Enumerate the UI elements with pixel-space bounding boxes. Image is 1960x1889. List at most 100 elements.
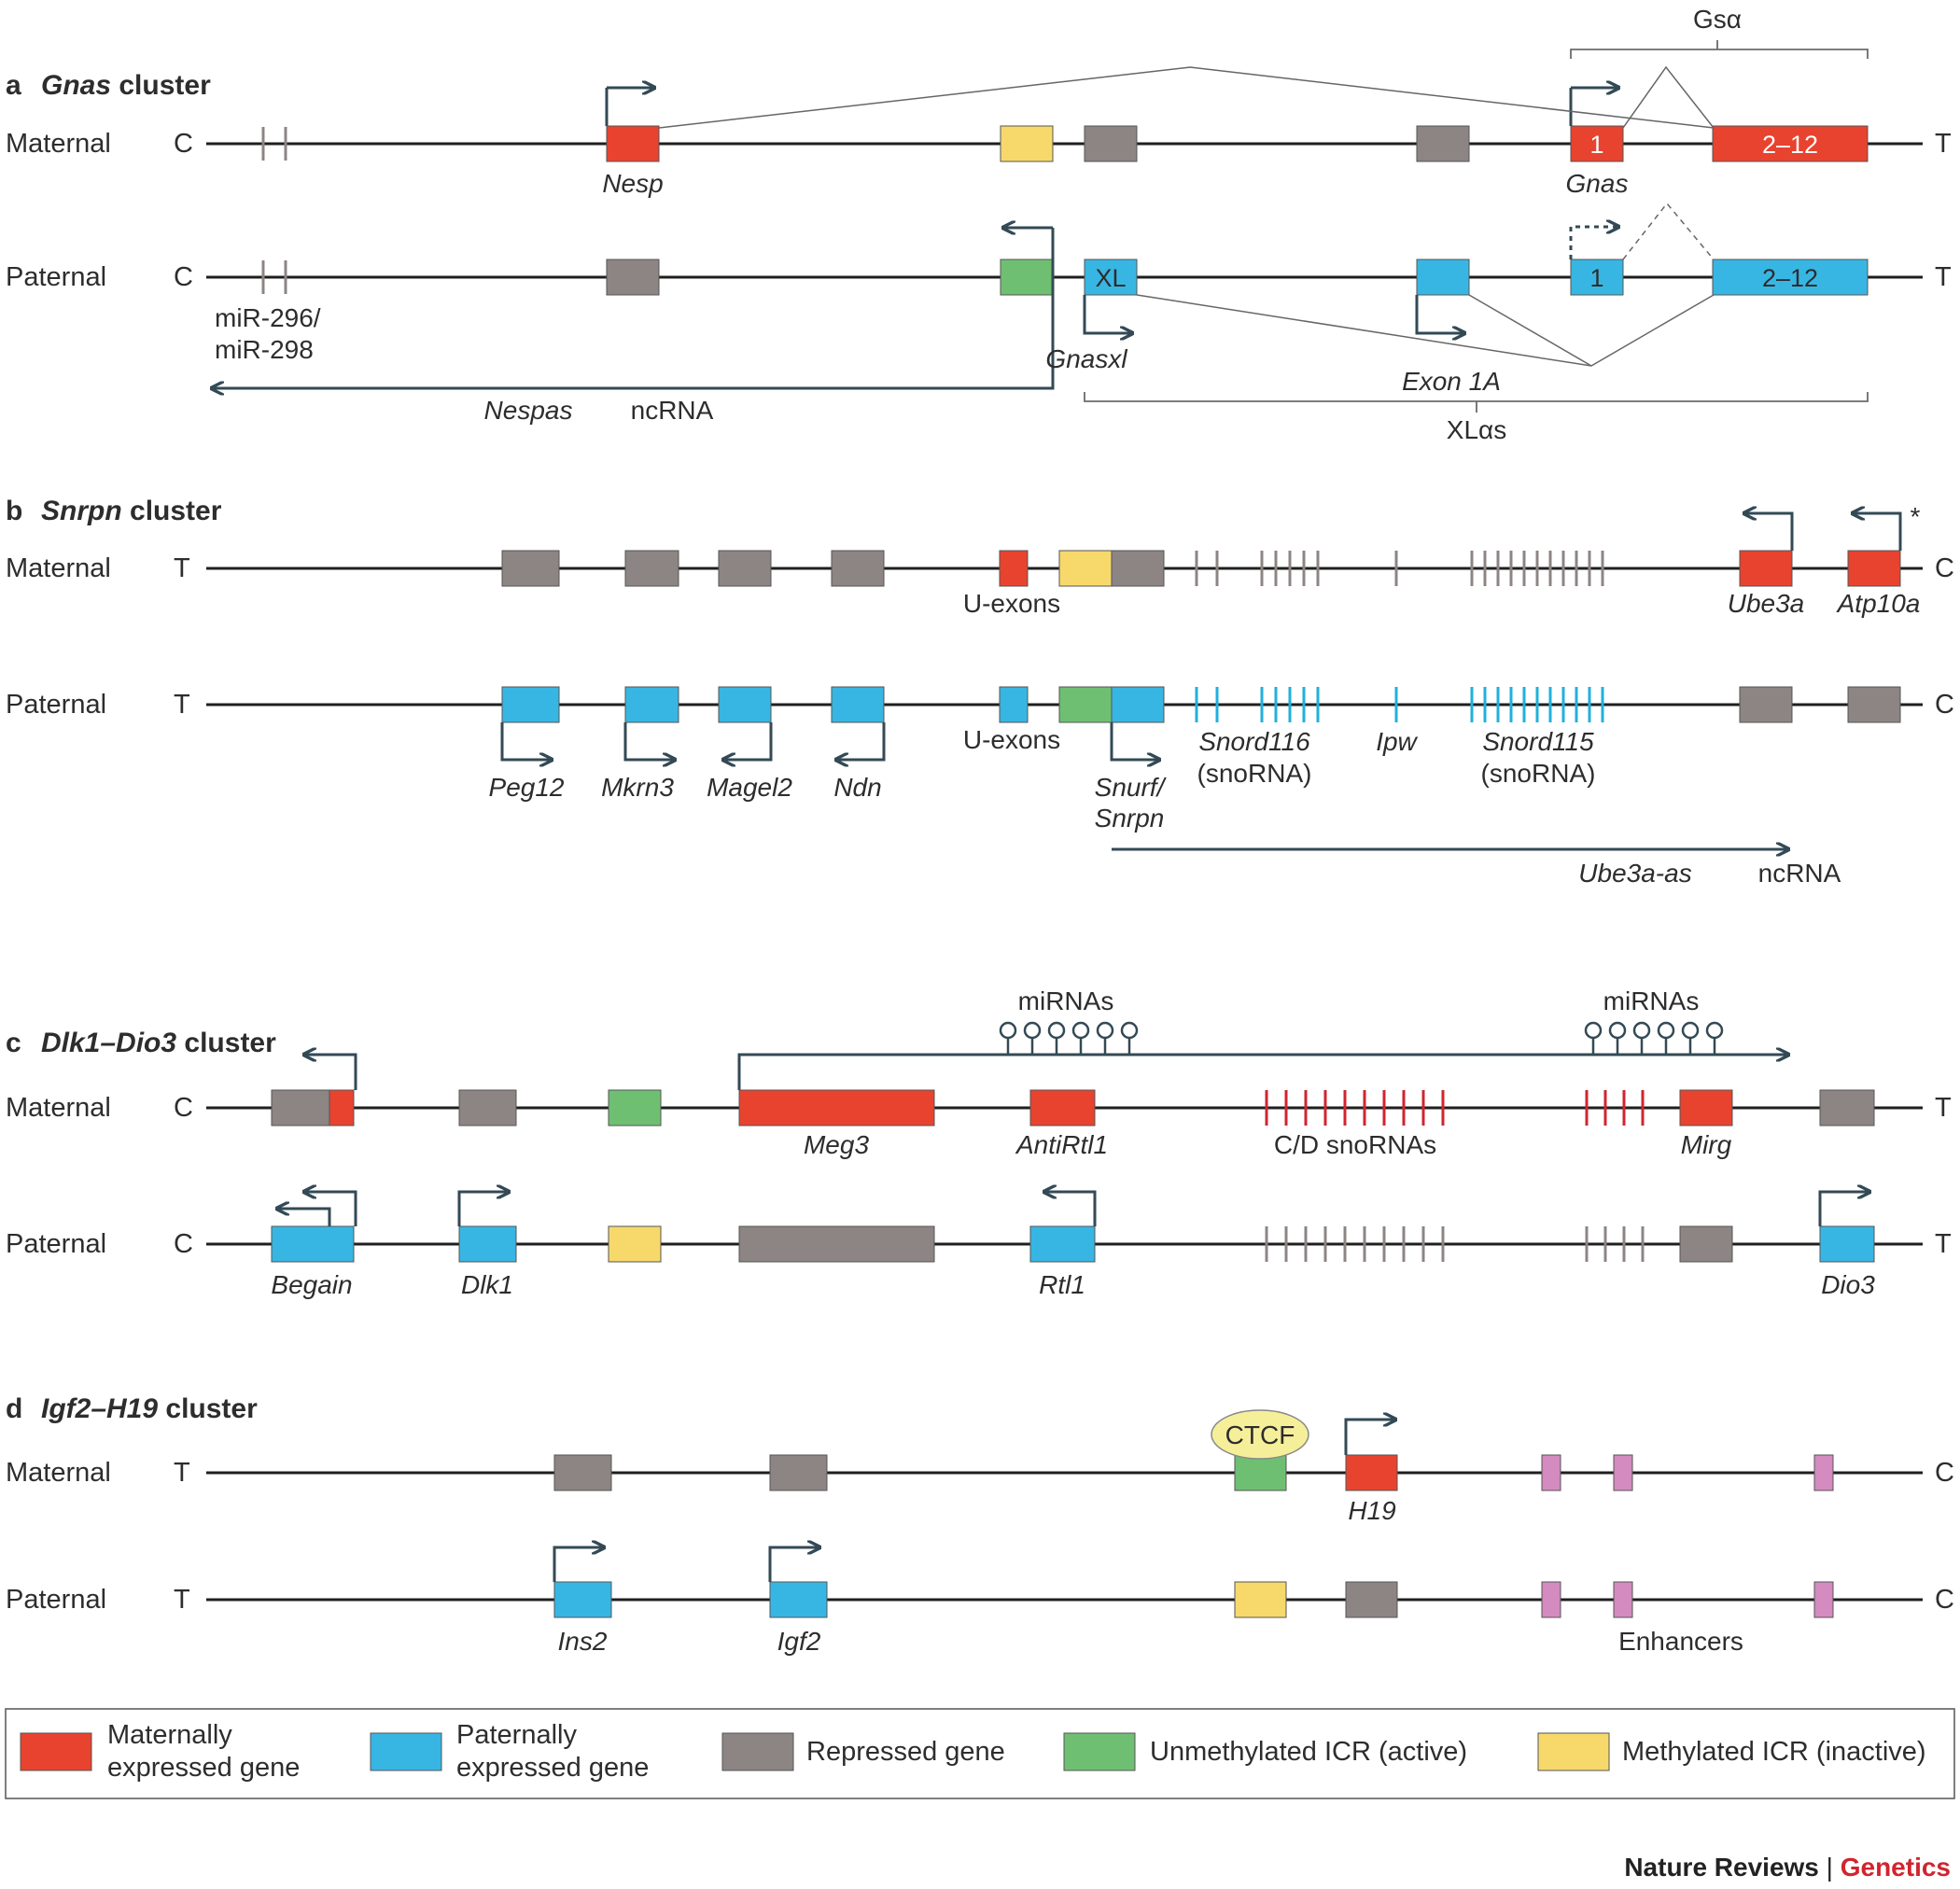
strand-label-paternal: Paternal: [6, 1585, 106, 1615]
legend-item-methylated-icr: Methylated ICR (inactive): [1537, 1732, 1926, 1771]
peg12-gene: [501, 686, 560, 723]
panel-b: b Snrpn cluster Maternal T C * U-exons U…: [6, 496, 1954, 888]
ube3a-as-ncrna-label: ncRNA: [1758, 859, 1841, 888]
unmethylated-icr: [1058, 686, 1113, 723]
enhancer: [1813, 1454, 1834, 1491]
strand-end-T: T: [174, 690, 190, 720]
mirna-hairpins-left: [999, 1021, 1139, 1055]
rtl1-label: Rtl1: [1039, 1270, 1085, 1299]
u-exons-label: U-exons: [963, 725, 1060, 754]
strand-end-T: T: [1935, 1229, 1952, 1259]
strand-end-C: C: [1935, 553, 1954, 583]
u-exons-label: U-exons: [963, 589, 1060, 618]
ctcf-label: CTCF: [1225, 1420, 1295, 1449]
snurf-label: Snurf/: [1095, 773, 1168, 802]
dlk1-gene: [458, 1225, 517, 1263]
splice-dashed: [1622, 202, 1715, 260]
ndn-gene: [831, 686, 885, 723]
cd-snorna-ticks: [1265, 1090, 1645, 1126]
h19-gene: [1345, 1454, 1398, 1491]
begain-label: Begain: [271, 1270, 352, 1299]
gnas-exon-1: [1570, 125, 1624, 162]
mkrn3-label: Mkrn3: [601, 773, 674, 802]
silenced-gnas-promoter: [1569, 227, 1617, 259]
strand-label-maternal: Maternal: [6, 1458, 111, 1488]
ins2-label: Ins2: [558, 1627, 608, 1656]
repressed-gene: [1416, 125, 1470, 162]
begain-promoter: [305, 1192, 357, 1226]
meg3-label: Meg3: [804, 1130, 869, 1159]
journal-credit: Nature Reviews | Genetics: [1624, 1853, 1951, 1882]
strand-end-T: T: [1935, 129, 1952, 159]
exon-1a-promoter: [1415, 295, 1463, 333]
legend-item-unmethylated-icr: Unmethylated ICR (active): [1063, 1732, 1467, 1771]
snord116-snorna-label: (snoRNA): [1197, 759, 1312, 788]
igf2-gene: [769, 1581, 828, 1618]
repressed-gene: [553, 1454, 612, 1491]
gnas-exons-2-12: [1712, 125, 1869, 162]
strand-label-paternal: Paternal: [6, 690, 106, 720]
legend-label: Unmethylated ICR (active): [1150, 1737, 1467, 1767]
h19-label: H19: [1348, 1496, 1395, 1525]
enhancer: [1541, 1454, 1561, 1491]
methylated-icr: [608, 1225, 662, 1263]
cd-snornas-label: C/D snoRNAs: [1274, 1130, 1436, 1159]
nespas-label: Nespas: [484, 396, 573, 425]
exon-1a: [1416, 259, 1470, 296]
antirtl1-label: AntiRtl1: [1015, 1130, 1108, 1159]
snord115-snorna-label: (snoRNA): [1481, 759, 1596, 788]
repressed-gene: [271, 1089, 330, 1126]
strand-end-T: T: [1935, 1093, 1952, 1123]
panel-d-title: Igf2–H19 cluster: [41, 1393, 258, 1424]
xl-exon: [1084, 259, 1138, 296]
dio3-gene: [1819, 1225, 1875, 1263]
legend-item-paternal: Paternally expressed gene: [370, 1720, 649, 1783]
strand-end-C: C: [1935, 1585, 1954, 1615]
igf2-label: Igf2: [777, 1627, 821, 1656]
meg3-gene: [738, 1089, 935, 1126]
h19-promoter: [1344, 1420, 1394, 1455]
panel-a: a Gnas cluster Gsα Maternal C T 1 2–12 N…: [6, 5, 1952, 444]
legend-item-maternal: Maternally expressed gene: [20, 1720, 300, 1783]
legend-label: expressed gene: [107, 1753, 300, 1783]
gnas-exon-1: [1570, 259, 1624, 296]
asterisk: *: [1911, 502, 1921, 531]
gnasxl-promoter: [1083, 295, 1131, 333]
enhancer: [1613, 1454, 1633, 1491]
xl-label: XL: [1095, 264, 1126, 292]
snrpn-label: Snrpn: [1095, 804, 1165, 833]
repressed-snorna-ticks: [1195, 551, 1604, 586]
legend-swatch: [721, 1732, 794, 1771]
ins2-gene: [553, 1581, 612, 1618]
repressed-snorna-ticks: [1265, 1226, 1645, 1262]
strand-end-C: C: [1935, 690, 1954, 720]
begain-alt-promoter: [278, 1209, 331, 1226]
strand-end-C: C: [174, 1093, 193, 1123]
panel-b-letter: b: [6, 496, 22, 526]
rtl1-promoter: [1045, 1192, 1097, 1226]
gsa-label: Gsα: [1693, 5, 1742, 34]
legend-swatch: [1063, 1732, 1136, 1771]
unmethylated-icr: [1000, 259, 1054, 296]
mirg-label: Mirg: [1681, 1130, 1732, 1159]
transcription-arrow: [305, 1055, 357, 1090]
legend-label: Paternally: [456, 1720, 577, 1750]
strand-end-T: T: [174, 1585, 190, 1615]
strand-label-paternal: Paternal: [6, 1229, 106, 1259]
legend-label: expressed gene: [456, 1753, 649, 1783]
magel2-label: Magel2: [707, 773, 792, 802]
nespas-ncrna-label: ncRNA: [631, 396, 714, 425]
methylated-icr: [1234, 1581, 1287, 1618]
repressed-gene: [1739, 686, 1793, 723]
exon-1-label: 1: [1589, 264, 1603, 292]
nesp-gene: [606, 125, 660, 162]
legend-label: Methylated ICR (inactive): [1622, 1737, 1926, 1767]
repressed-gene: [501, 550, 560, 587]
repressed-gene: [1111, 550, 1165, 587]
unmethylated-icr: [1234, 1454, 1287, 1491]
meg3-polycistron-arrow: [737, 1055, 1787, 1090]
repressed-gene: [1679, 1225, 1733, 1263]
gnas-exons-2-12: [1712, 259, 1869, 296]
exon-1a-label: Exon 1A: [1402, 367, 1501, 396]
